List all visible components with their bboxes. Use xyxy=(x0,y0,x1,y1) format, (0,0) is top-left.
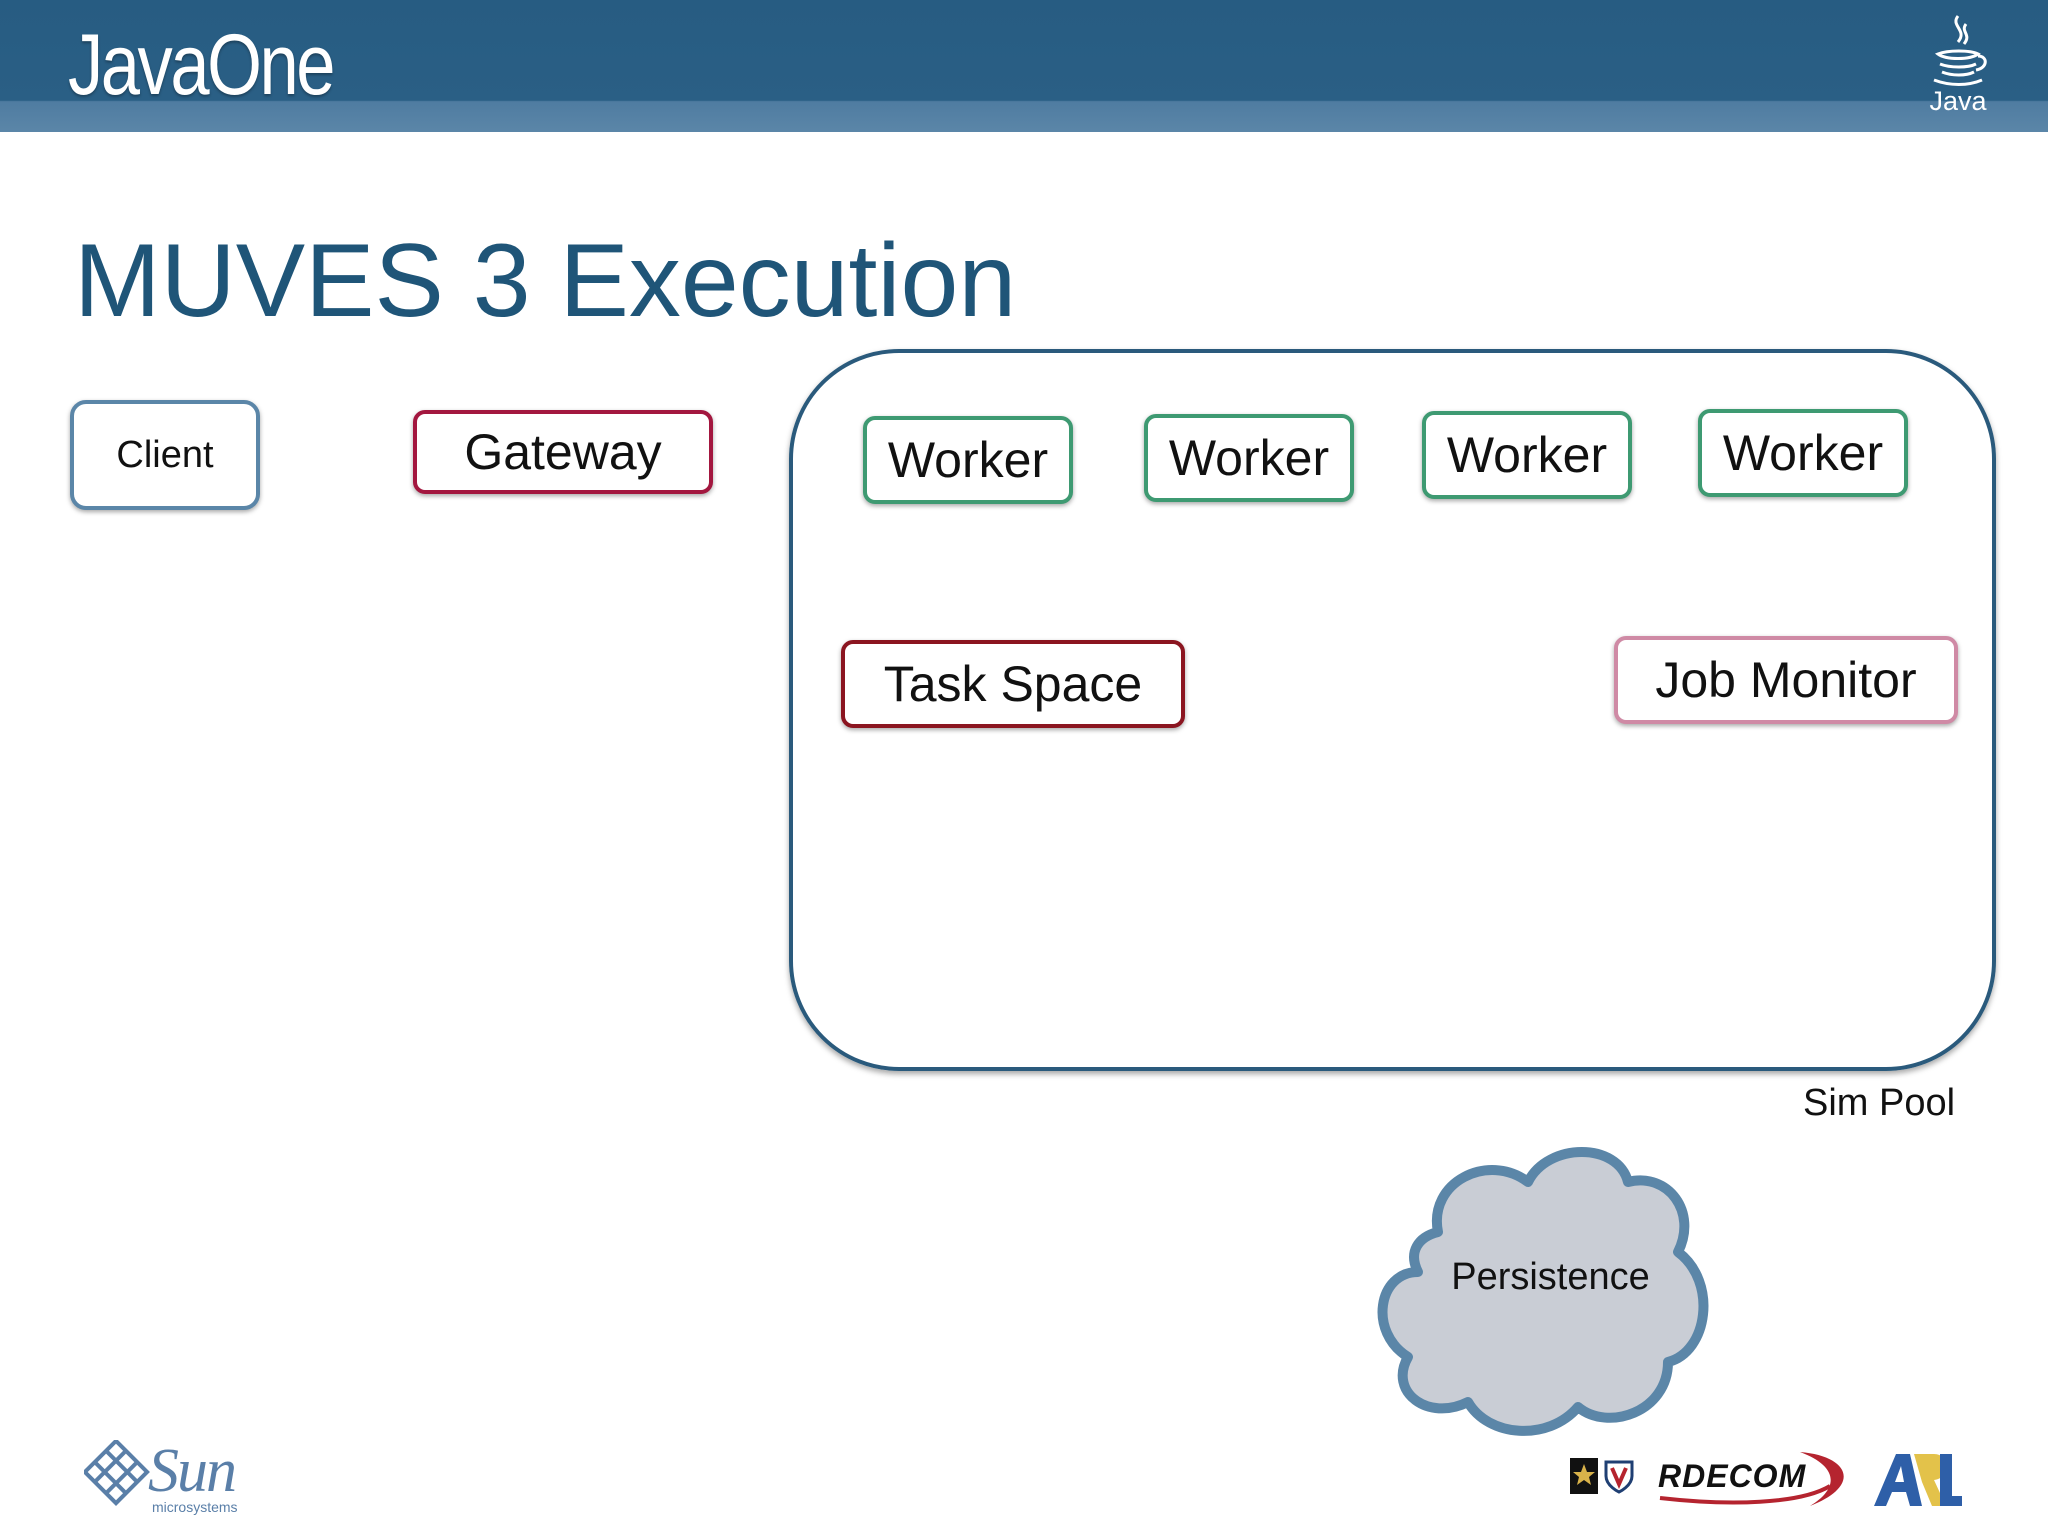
worker-node-4: Worker xyxy=(1698,409,1908,497)
sun-logo-subtext: microsystems xyxy=(152,1499,238,1515)
client-node: Client xyxy=(70,400,260,510)
job-monitor-node: Job Monitor xyxy=(1614,636,1958,724)
persistence-cloud xyxy=(1377,1147,1709,1436)
arl-logo xyxy=(1874,1454,1962,1506)
worker-node-1: Worker xyxy=(863,416,1073,504)
sun-logo-wordmark: Sun xyxy=(148,1437,237,1505)
java-logo-label: Java xyxy=(1929,86,1987,116)
worker-node-3: Worker xyxy=(1422,411,1632,499)
worker-node-2: Worker xyxy=(1144,414,1354,502)
sim-pool-container xyxy=(789,349,1996,1071)
rdecom-logo xyxy=(1659,1452,1844,1506)
us-army-logo xyxy=(1570,1458,1634,1494)
java-coffee-cup-icon xyxy=(1933,15,1987,86)
rdecom-logo-wordmark: RDECOM xyxy=(1658,1458,1807,1494)
task-space-node: Task Space xyxy=(841,640,1185,728)
sun-microsystems-logo xyxy=(84,1440,150,1506)
header-banner xyxy=(0,0,2048,132)
slide-title: MUVES 3 Execution xyxy=(74,223,1017,339)
persistence-label: Persistence xyxy=(1451,1256,1650,1298)
javaone-logo: JavaOne xyxy=(68,17,336,113)
sim-pool-label: Sim Pool xyxy=(1803,1082,1956,1124)
gateway-node: Gateway xyxy=(413,410,713,494)
